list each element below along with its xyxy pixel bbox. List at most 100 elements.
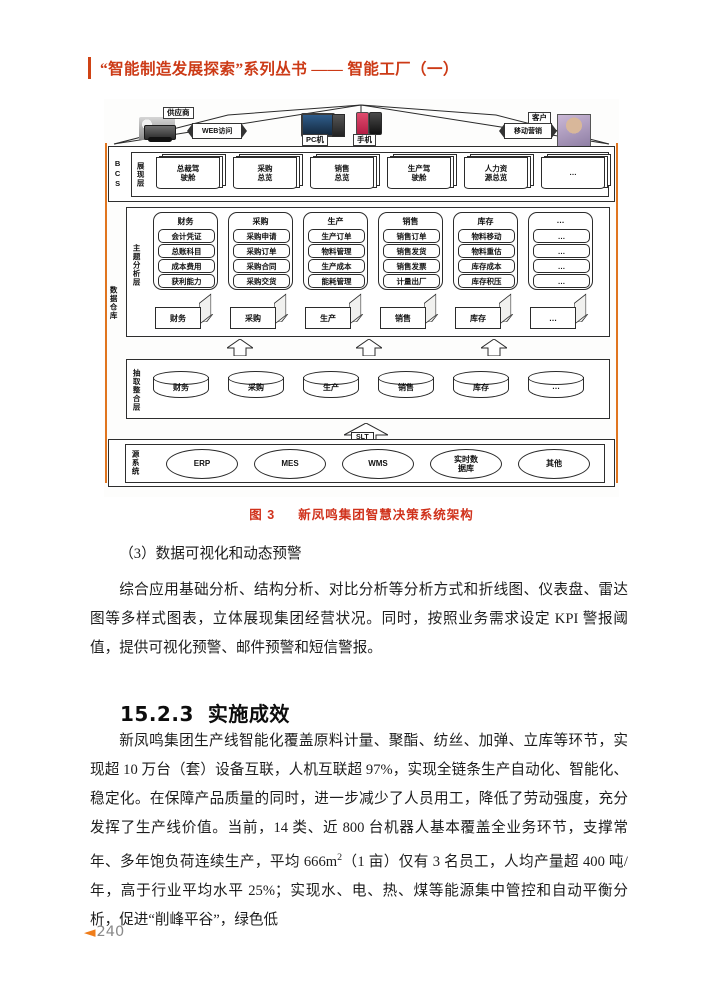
topic-item[interactable]: … xyxy=(533,229,590,243)
architecture-figure: 供应商 WEB访问 PC机 手机 移动营销 客户 xyxy=(104,99,619,497)
cylinder-label: … xyxy=(552,382,560,391)
pc-label: PC机 xyxy=(302,134,328,147)
figure-caption: 图 3 新凤鸣集团智慧决策系统架构 xyxy=(104,504,619,523)
mobile-marketing-channel: 移动营销 xyxy=(499,123,557,139)
page-arrow-icon: ◄ xyxy=(84,923,96,941)
cylinder-inventory[interactable]: 库存 xyxy=(453,371,509,403)
cube-label: 财务 xyxy=(155,307,201,329)
topic-item[interactable]: 会计凭证 xyxy=(158,229,215,243)
presentation-layer-inner: 展现层 总裁驾 驶舱 采购 总览 xyxy=(131,152,611,197)
cylinder-production[interactable]: 生产 xyxy=(303,371,359,403)
phone-label: 手机 xyxy=(353,134,376,147)
topic-group-more[interactable]: … … … … … xyxy=(528,212,593,290)
cylinder-more[interactable]: … xyxy=(528,371,584,403)
paragraph-visualization: 综合应用基础分析、结构分析、对比分析等分析方式和折线图、仪表盘、雷达图等多样式图… xyxy=(90,582,628,656)
web-access-channel: WEB访问 xyxy=(186,123,248,139)
header-accent-rule xyxy=(88,57,91,79)
source-system-mes[interactable]: MES xyxy=(254,449,326,479)
topic-title: 销售 xyxy=(402,217,419,226)
topic-item[interactable]: 库存成本 xyxy=(458,259,515,273)
customer-label: 客户 xyxy=(528,112,551,125)
dashboard-card-label: 采购 总览 xyxy=(233,157,297,189)
topic-item[interactable]: 生产成本 xyxy=(308,259,365,273)
figure-caption-text: 新凤鸣集团智慧决策系统架构 xyxy=(298,508,474,522)
cube-inventory[interactable]: 库存 xyxy=(455,293,514,329)
figure-canvas: 供应商 WEB访问 PC机 手机 移动营销 客户 xyxy=(104,99,619,497)
source-systems-label: 源系统 xyxy=(131,450,141,476)
source-system-realtime-db[interactable]: 实时数 据库 xyxy=(430,449,502,479)
topic-title: 采购 xyxy=(252,217,269,226)
dashboard-card-label: 生产驾 驶舱 xyxy=(387,157,451,189)
cylinder-sales[interactable]: 销售 xyxy=(378,371,434,403)
source-system-wms[interactable]: WMS xyxy=(342,449,414,479)
topic-item[interactable]: 销售订单 xyxy=(383,229,440,243)
source-system-other[interactable]: 其他 xyxy=(518,449,590,479)
topic-group-production[interactable]: 生产 生产订单 物料管理 生产成本 能耗管理 xyxy=(303,212,368,290)
superscript-area-unit: 2 xyxy=(337,852,343,863)
cylinder-label: 采购 xyxy=(248,383,264,392)
cube-production[interactable]: 生产 xyxy=(305,293,364,329)
cube-finance[interactable]: 财务 xyxy=(155,293,214,329)
topic-item[interactable]: 采购申请 xyxy=(233,229,290,243)
header-title: “智能制造发展探索”系列丛书 —— 智能工厂（一） xyxy=(100,61,459,78)
topic-item[interactable]: 获利能力 xyxy=(158,274,215,288)
running-header: “智能制造发展探索”系列丛书 —— 智能工厂（一） xyxy=(88,55,633,81)
topic-item[interactable]: 生产订单 xyxy=(308,229,365,243)
topic-item[interactable]: 能耗管理 xyxy=(308,274,365,288)
topic-group-procurement[interactable]: 采购 采购申请 采购订单 采购合同 采购交货 xyxy=(228,212,293,290)
topic-item[interactable]: 物料管理 xyxy=(308,244,365,258)
mobile-phone-icon xyxy=(356,112,382,135)
paragraph-results-part-b: （1 亩）仅有 3 名员工，人均产量超 400 吨/年，高于行业平均水平 25%… xyxy=(90,853,628,928)
topic-item[interactable]: 库存积压 xyxy=(458,274,515,288)
presentation-layer-label: 展现层 xyxy=(136,162,146,188)
topic-group-finance[interactable]: 财务 会计凭证 总账科目 成本费用 获利能力 xyxy=(153,212,218,290)
topic-item[interactable]: … xyxy=(533,259,590,273)
topic-item[interactable]: 采购交货 xyxy=(233,274,290,288)
cube-label: 采购 xyxy=(230,307,276,329)
source-systems-inner: 源系统 ERP MES WMS 实时数 据库 其他 xyxy=(125,444,605,483)
cube-procurement[interactable]: 采购 xyxy=(230,293,289,329)
topic-item[interactable]: 总账科目 xyxy=(158,244,215,258)
cylinder-label: 销售 xyxy=(398,383,414,392)
topic-title: … xyxy=(556,216,565,225)
dashboard-card-label: 人力资 源总览 xyxy=(464,157,528,189)
source-systems-band: 源系统 ERP MES WMS 实时数 据库 其他 xyxy=(108,439,615,487)
cylinder-procurement[interactable]: 采购 xyxy=(228,371,284,403)
cube-label: 库存 xyxy=(455,307,501,329)
section-number: 15.2.3 xyxy=(120,702,194,726)
up-arrow-icon xyxy=(356,339,382,356)
up-arrow-icon xyxy=(481,339,507,356)
cylinder-finance[interactable]: 财务 xyxy=(153,371,209,403)
cube-sales[interactable]: 销售 xyxy=(380,293,439,329)
topic-title: 库存 xyxy=(477,217,494,226)
topic-item[interactable]: … xyxy=(533,244,590,258)
topic-item[interactable]: 成本费用 xyxy=(158,259,215,273)
subject-analysis-layer-label: 主题分析层 xyxy=(132,243,142,287)
cube-label: 销售 xyxy=(380,307,426,329)
up-arrow-icon xyxy=(227,339,253,356)
source-system-erp[interactable]: ERP xyxy=(166,449,238,479)
topic-group-inventory[interactable]: 库存 物料移动 物料重估 库存成本 库存积压 xyxy=(453,212,518,290)
cube-more[interactable]: … xyxy=(530,293,589,329)
figure-frame-left xyxy=(105,143,107,483)
topic-item[interactable]: 计量出厂 xyxy=(383,274,440,288)
topic-item[interactable]: 采购订单 xyxy=(233,244,290,258)
topic-item[interactable]: 销售发票 xyxy=(383,259,440,273)
topic-item[interactable]: 销售发货 xyxy=(383,244,440,258)
integration-layer-band: 抽取整合层 财务 采购 生产 xyxy=(126,359,610,419)
topic-group-sales[interactable]: 销售 销售订单 销售发货 销售发票 计量出厂 xyxy=(378,212,443,290)
supplier-label: 供应商 xyxy=(163,107,194,120)
topic-item[interactable]: 采购合同 xyxy=(233,259,290,273)
subsection-heading-paragraph: （3）数据可视化和动态预警 xyxy=(119,546,302,562)
bcs-system-label: BCS xyxy=(113,159,123,189)
integration-layer-label: 抽取整合层 xyxy=(132,368,142,412)
dashboard-card-label: … xyxy=(541,157,605,189)
subject-analysis-band: 主题分析层 财务 会计凭证 总账科目 成本费用 获利能力 采购 采购申请 采购订… xyxy=(126,207,610,337)
cylinder-label: 生产 xyxy=(323,383,339,392)
topic-item[interactable]: 物料移动 xyxy=(458,229,515,243)
topic-title: 财务 xyxy=(177,217,194,226)
topic-item[interactable]: 物料重估 xyxy=(458,244,515,258)
topic-item[interactable]: … xyxy=(533,274,590,288)
